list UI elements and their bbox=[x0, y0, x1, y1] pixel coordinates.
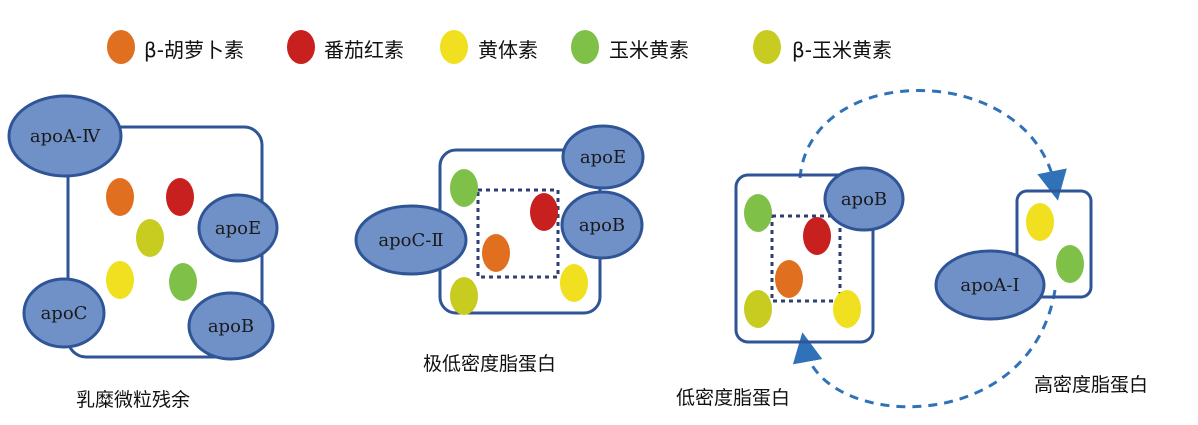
apo-a4-bubble bbox=[7, 94, 123, 178]
legend-label-beta-carotene: β-胡萝卜素 bbox=[144, 38, 244, 62]
legend-label-beta-cryptoxanthin: β-玉米黄素 bbox=[792, 38, 892, 62]
legend-label-lutein: 黄体素 bbox=[478, 38, 538, 62]
apo-e-label: apoE bbox=[580, 147, 626, 168]
ldl-caption: 低密度脂蛋白 bbox=[676, 387, 791, 409]
apo-e-bubble bbox=[561, 124, 645, 190]
apo-a4-label: apoA-Ⅳ bbox=[30, 126, 101, 147]
pigment-dot bbox=[744, 194, 772, 232]
vldl-particle: apoE apoC-Ⅱ apoB bbox=[354, 124, 645, 315]
apo-b-label: apoB bbox=[579, 215, 625, 236]
pigment-dot bbox=[744, 290, 772, 328]
pigment-dot bbox=[530, 193, 558, 231]
pigment-dot bbox=[803, 217, 831, 255]
ldl-container bbox=[734, 173, 875, 344]
vldl-caption: 极低密度脂蛋白 bbox=[423, 353, 557, 375]
pigment-dot bbox=[106, 178, 134, 216]
pigment-dot bbox=[482, 234, 510, 272]
pigment-dot bbox=[106, 261, 134, 299]
apo-c2-label: apoC-Ⅱ bbox=[378, 230, 443, 251]
legend-dot-beta-cryptoxanthin bbox=[753, 30, 781, 64]
legend-dot-lycopene bbox=[287, 30, 315, 64]
hdl-to-ldl-arrow bbox=[792, 289, 1057, 409]
pigment-dot bbox=[833, 290, 861, 328]
pigment-dot bbox=[775, 260, 803, 298]
apo-a1-bubble bbox=[934, 249, 1046, 321]
pigment-dot bbox=[560, 264, 588, 302]
pigment-dot bbox=[1056, 245, 1084, 283]
pigment-dot bbox=[450, 169, 478, 207]
legend-dot-lutein bbox=[440, 30, 468, 64]
legend-label-lycopene: 番茄红素 bbox=[324, 38, 404, 62]
apo-e-bubble bbox=[197, 193, 279, 263]
legend-dot-zeaxanthin bbox=[571, 30, 599, 64]
apo-c-bubble bbox=[22, 277, 106, 349]
pigment-dot bbox=[136, 219, 164, 257]
pigment-dot bbox=[450, 277, 478, 315]
hdl-particle: apoA-Ⅰ bbox=[934, 189, 1093, 321]
apo-c-label: apoC bbox=[41, 303, 88, 324]
hdl-container bbox=[1015, 189, 1093, 299]
apo-c2-bubble bbox=[354, 204, 468, 276]
apo-b-bubble bbox=[187, 291, 275, 361]
hdl-caption: 高密度脂蛋白 bbox=[1034, 374, 1149, 396]
chylomicron-remnant-particle: apoA-Ⅳ apoE apoC apoB bbox=[7, 94, 279, 361]
vldl-core bbox=[476, 188, 560, 279]
ldl-particle: apoB bbox=[734, 166, 905, 344]
chylomicron-remnant-caption: 乳糜微粒残余 bbox=[76, 389, 191, 411]
apo-b-label: apoB bbox=[208, 316, 254, 337]
ldl-to-hdl-arrow bbox=[798, 89, 1067, 201]
ldl-core bbox=[770, 214, 842, 303]
legend-label-zeaxanthin: 玉米黄素 bbox=[609, 38, 689, 62]
legend-dot-beta-carotene bbox=[107, 30, 135, 64]
apo-e-label: apoE bbox=[215, 218, 261, 239]
apo-b-bubble bbox=[823, 166, 905, 232]
pigment-dot bbox=[169, 263, 197, 301]
apo-b-label: apoB bbox=[841, 189, 887, 210]
apo-b-bubble bbox=[560, 190, 644, 260]
apo-a1-label: apoA-Ⅰ bbox=[960, 275, 1019, 296]
pigment-dot bbox=[1026, 203, 1054, 241]
pigment-dot bbox=[166, 178, 194, 216]
legend bbox=[107, 30, 781, 64]
